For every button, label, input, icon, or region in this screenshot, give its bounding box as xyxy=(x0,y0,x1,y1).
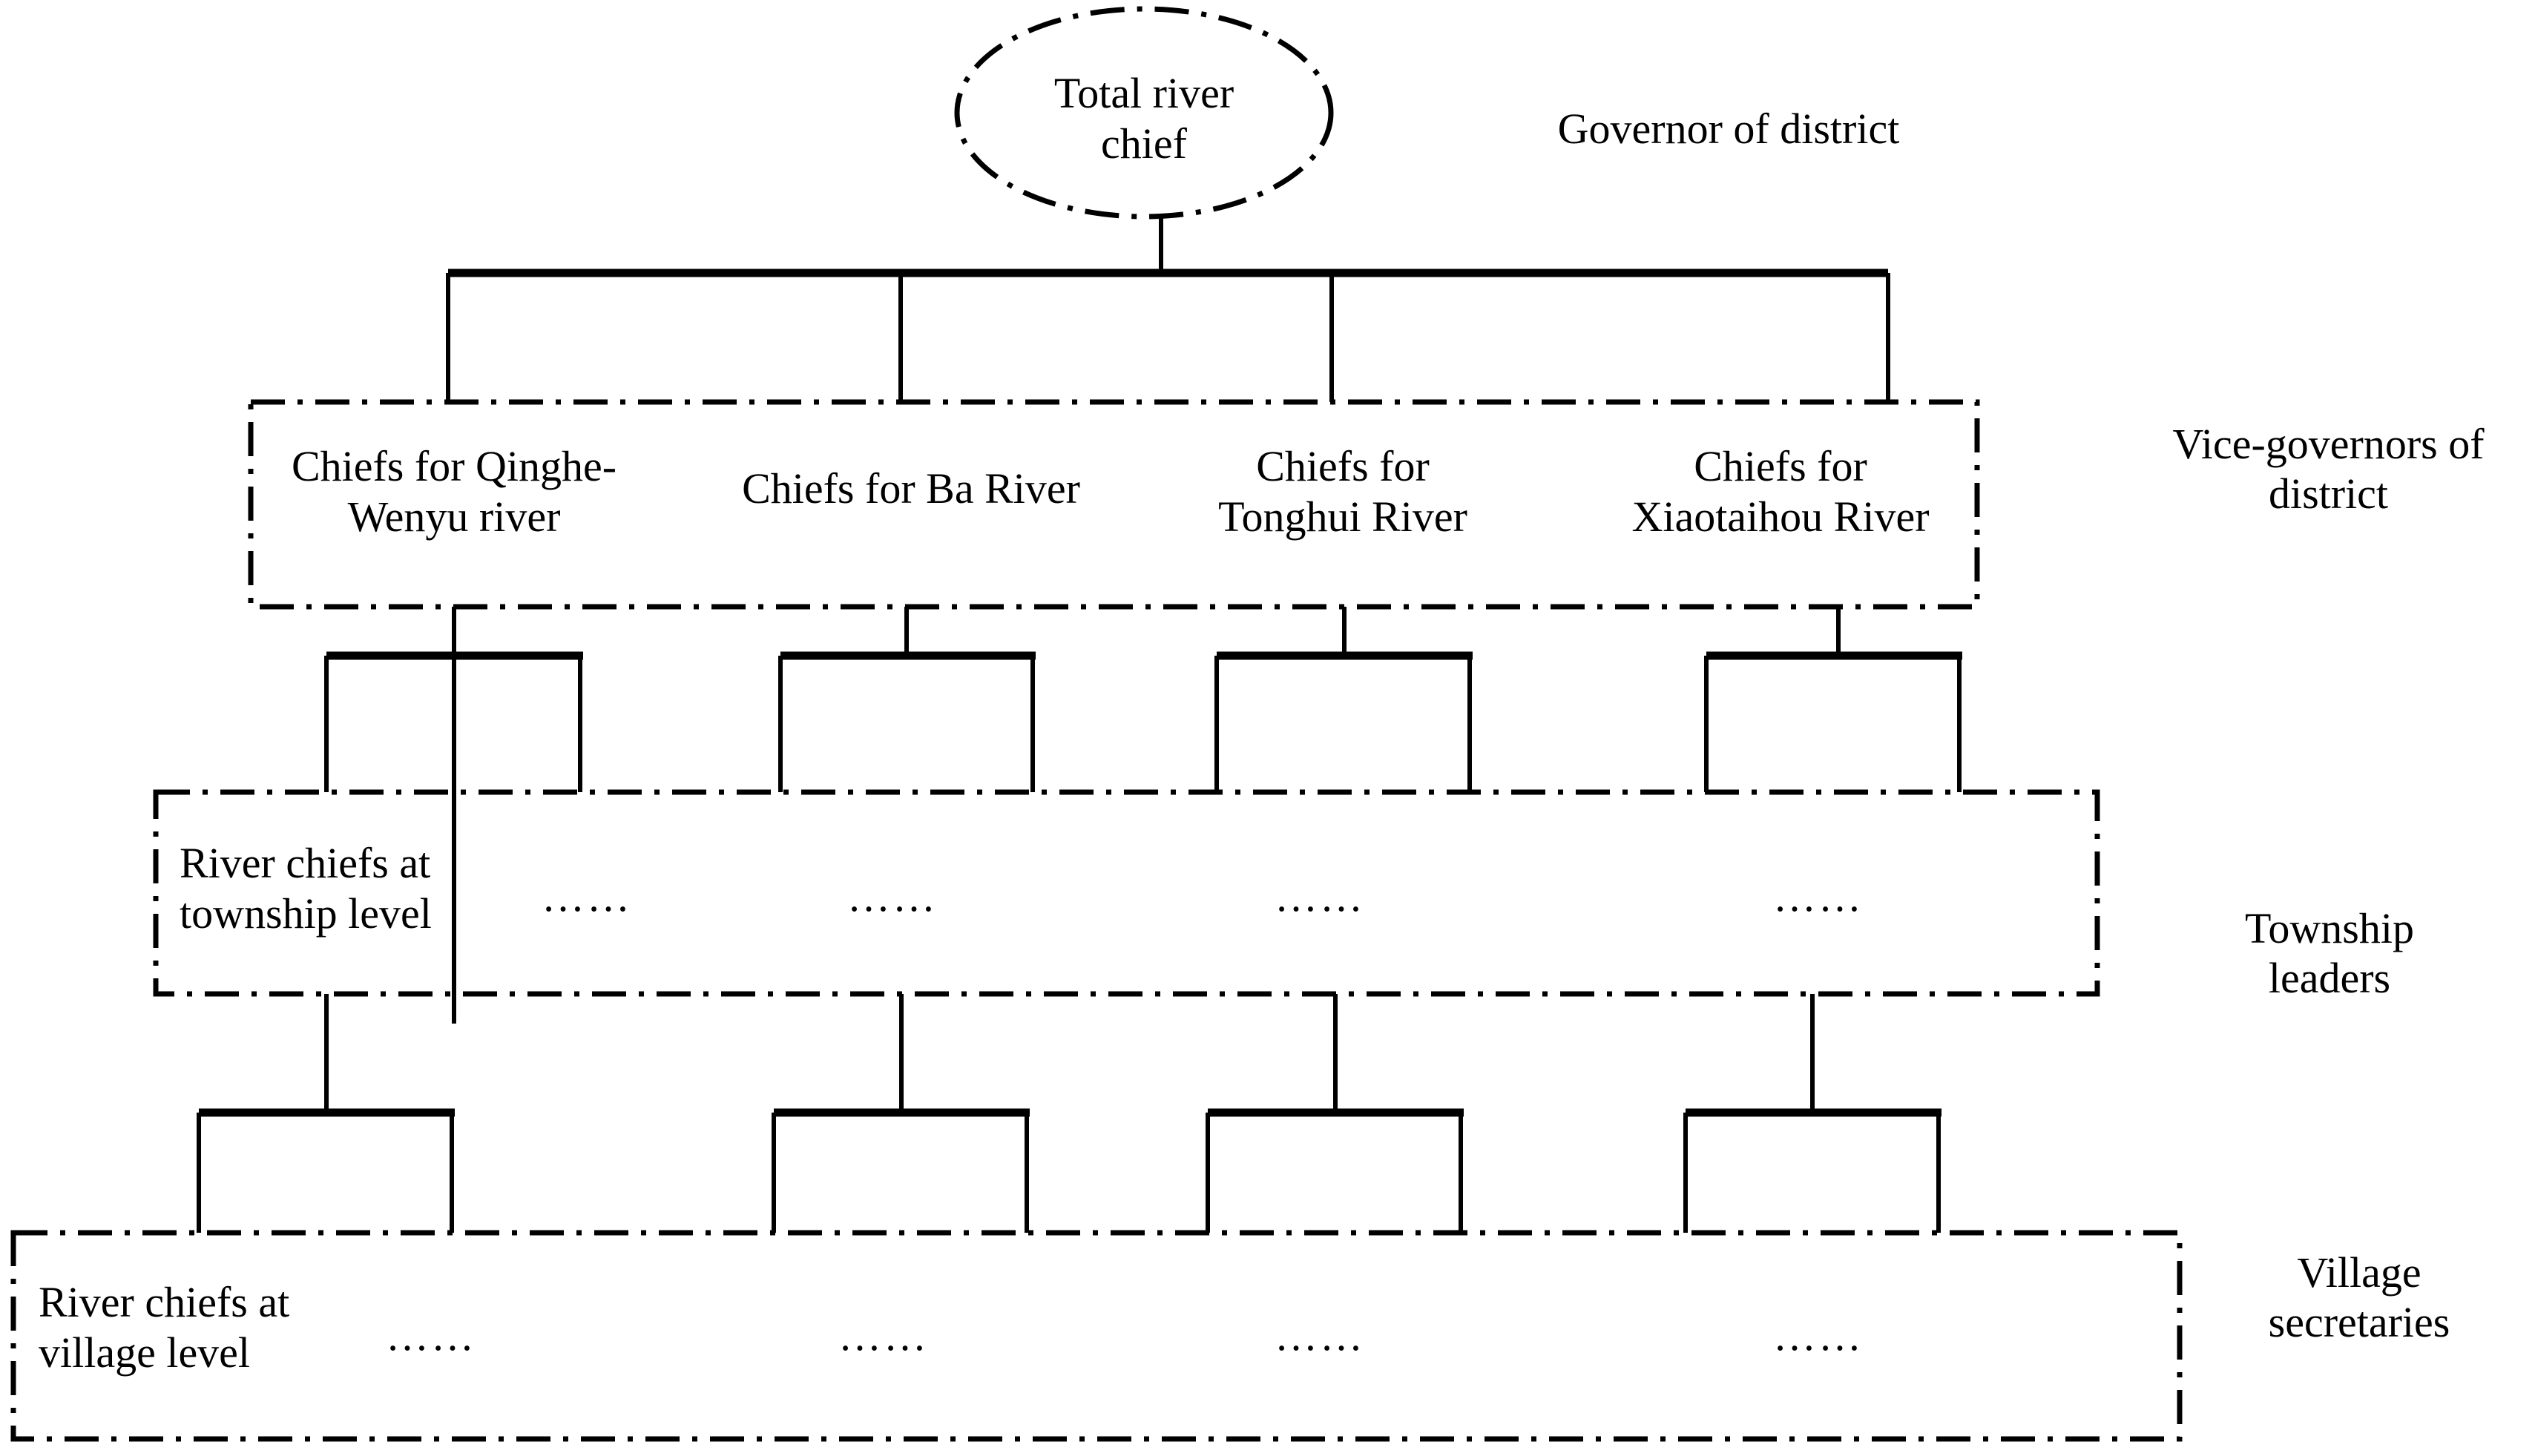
level3-ellipsis-2: …… xyxy=(847,872,938,920)
level4-ellipsis-3: …… xyxy=(1275,1311,1365,1360)
side-label-vice-governors: Vice-governors of district xyxy=(2172,420,2485,518)
level2-node-ba-river[interactable]: Chiefs for Ba River xyxy=(742,464,1080,513)
level4-village-label[interactable]: River chiefs at village level xyxy=(39,1278,290,1377)
total-river-chief-label: Total river chief xyxy=(1053,69,1234,168)
level2-node-qinghe-wenyu[interactable]: Chiefs for Qinghe- Wenyu river xyxy=(291,442,617,541)
level2-node-xiaotaihou-river[interactable]: Chiefs for Xiaotaihou River xyxy=(1631,442,1930,541)
level3-township-box xyxy=(153,789,2100,997)
level2-chiefs-box xyxy=(248,399,1980,610)
level4-ellipsis-2: …… xyxy=(838,1311,929,1360)
side-label-governor: Governor of district xyxy=(1557,105,1900,153)
level3-ellipsis-4: …… xyxy=(1773,872,1864,920)
side-label-village-secretaries: Village secretaries xyxy=(2268,1248,2450,1347)
level4-village-box xyxy=(10,1230,2183,1442)
side-label-township-leaders: Township leaders xyxy=(2245,904,2414,1003)
level3-township-label[interactable]: River chiefs at township level xyxy=(180,839,432,938)
level4-ellipsis-4: …… xyxy=(1773,1311,1864,1360)
level3-ellipsis-1: …… xyxy=(542,872,632,920)
total-river-chief-ellipse xyxy=(954,6,1334,220)
level4-ellipsis-1: …… xyxy=(386,1311,476,1360)
level2-node-tonghui-river[interactable]: Chiefs for Tonghui River xyxy=(1218,442,1467,541)
level3-ellipsis-3: …… xyxy=(1275,872,1365,920)
